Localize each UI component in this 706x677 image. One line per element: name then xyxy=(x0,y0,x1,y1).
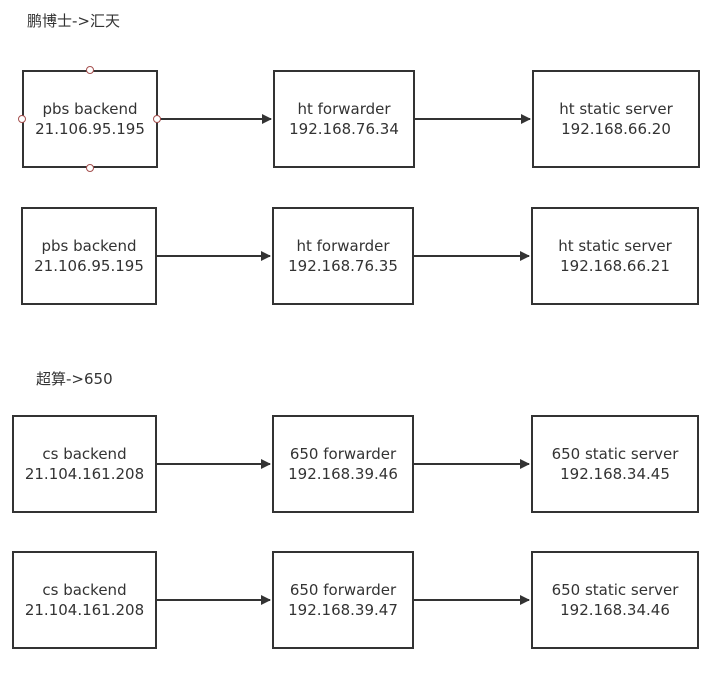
selection-handle-left[interactable] xyxy=(18,115,26,123)
node-ip: 192.168.66.21 xyxy=(560,257,670,275)
source-node-row4[interactable]: cs backend 21.104.161.208 xyxy=(12,551,157,649)
node-ip: 192.168.39.46 xyxy=(288,465,398,483)
node-name: 650 forwarder xyxy=(289,581,397,599)
source-node-row3[interactable]: cs backend 21.104.161.208 xyxy=(12,415,157,513)
node-name: pbs backend xyxy=(42,100,138,118)
node-name: 650 static server xyxy=(551,581,679,599)
node-name: 650 static server xyxy=(551,445,679,463)
node-ip: 192.168.39.47 xyxy=(288,601,398,619)
server-node-row4[interactable]: 650 static server 192.168.34.46 xyxy=(531,551,699,649)
node-name: ht static server xyxy=(559,100,673,118)
node-name: cs backend xyxy=(42,445,127,463)
source-node-row2[interactable]: pbs backend 21.106.95.195 xyxy=(21,207,157,305)
server-node-row3[interactable]: 650 static server 192.168.34.45 xyxy=(531,415,699,513)
node-name: ht forwarder xyxy=(296,237,390,255)
node-name: 650 forwarder xyxy=(289,445,397,463)
node-ip: 21.104.161.208 xyxy=(24,465,145,483)
node-ip: 21.106.95.195 xyxy=(34,257,144,275)
node-ip: 21.104.161.208 xyxy=(24,601,145,619)
forwarder-node-row2[interactable]: ht forwarder 192.168.76.35 xyxy=(272,207,414,305)
node-ip: 21.106.95.195 xyxy=(35,120,145,138)
forwarder-node-row1[interactable]: ht forwarder 192.168.76.34 xyxy=(273,70,415,168)
selection-handle-bottom[interactable] xyxy=(86,164,94,172)
server-node-row2[interactable]: ht static server 192.168.66.21 xyxy=(531,207,699,305)
node-name: ht static server xyxy=(558,237,672,255)
node-name: cs backend xyxy=(42,581,127,599)
section-title-pbs-to-ht: 鹏博士->汇天 xyxy=(27,12,120,30)
selection-handle-top[interactable] xyxy=(86,66,94,74)
node-ip: 192.168.34.46 xyxy=(560,601,670,619)
node-ip: 192.168.76.34 xyxy=(289,120,399,138)
server-node-row1[interactable]: ht static server 192.168.66.20 xyxy=(532,70,700,168)
source-node-row1[interactable]: pbs backend 21.106.95.195 xyxy=(22,70,158,168)
node-name: ht forwarder xyxy=(297,100,391,118)
node-ip: 192.168.76.35 xyxy=(288,257,398,275)
selection-handle-right[interactable] xyxy=(153,115,161,123)
forwarder-node-row3[interactable]: 650 forwarder 192.168.39.46 xyxy=(272,415,414,513)
node-ip: 192.168.66.20 xyxy=(561,120,671,138)
node-name: pbs backend xyxy=(41,237,137,255)
forwarder-node-row4[interactable]: 650 forwarder 192.168.39.47 xyxy=(272,551,414,649)
node-ip: 192.168.34.45 xyxy=(560,465,670,483)
section-title-cs-to-650: 超算->650 xyxy=(36,370,113,388)
